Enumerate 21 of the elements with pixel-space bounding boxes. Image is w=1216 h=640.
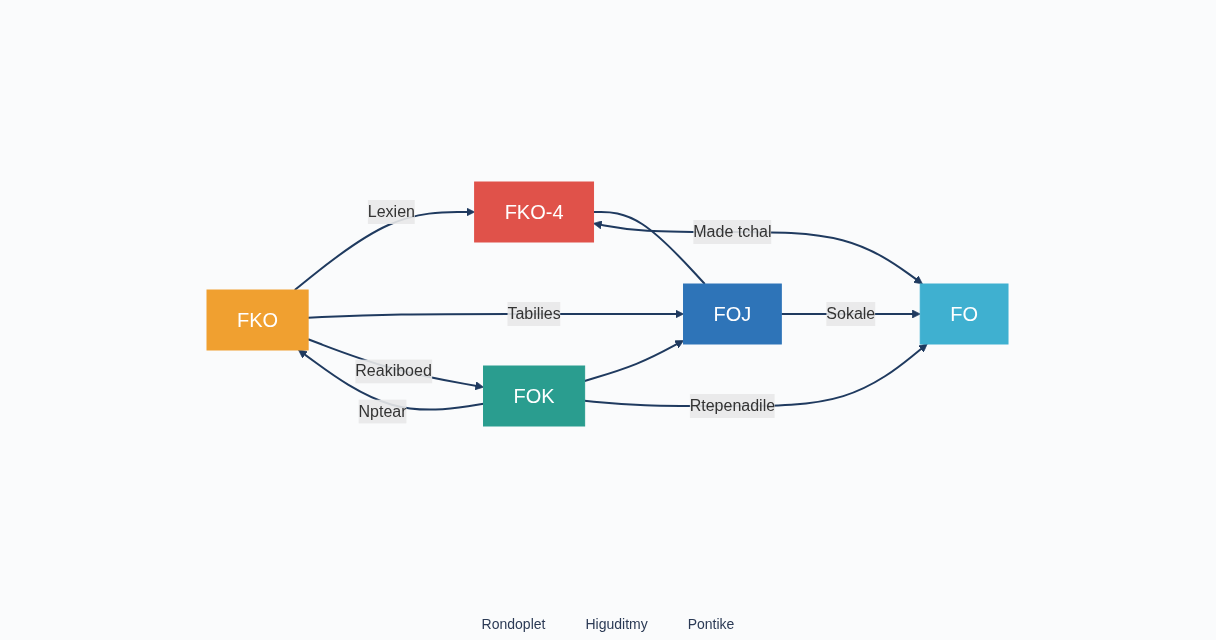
node-box: FKO-4 bbox=[474, 181, 595, 243]
edge-note: Higuditmy bbox=[585, 616, 648, 632]
node-box: FOK bbox=[483, 365, 586, 427]
arrow bbox=[584, 340, 685, 382]
node-box: FO bbox=[920, 283, 1009, 345]
node-box: FOJ bbox=[683, 283, 783, 345]
edge-note: Pontike bbox=[687, 616, 735, 632]
arrow bbox=[294, 207, 476, 291]
arrow bbox=[298, 349, 485, 411]
edge-label: Made tchal bbox=[693, 223, 773, 240]
edge-label: Nptear bbox=[359, 402, 408, 420]
edge-label: Reakiboed bbox=[355, 362, 433, 380]
node-box: FKO bbox=[207, 289, 310, 351]
edge-note: Rondoplet bbox=[481, 616, 546, 632]
edge-label: Tabilies bbox=[507, 305, 562, 322]
arrow bbox=[307, 338, 485, 391]
edge-label: Sokale bbox=[826, 305, 876, 322]
arrow bbox=[593, 220, 924, 285]
edge-label: Lexien bbox=[368, 203, 416, 220]
edge-label: Rtepenadile bbox=[690, 397, 776, 414]
connector bbox=[593, 211, 707, 285]
